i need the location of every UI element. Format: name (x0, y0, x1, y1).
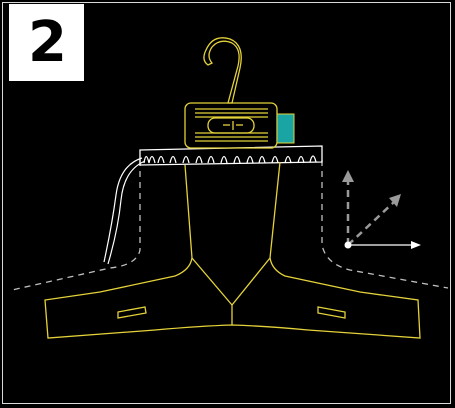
wire-hanger-icon (203, 37, 242, 104)
illustration-frame (2, 2, 451, 404)
usb-cable-icon (103, 157, 146, 265)
clip-device-icon (184, 102, 278, 149)
step-number: 2 (28, 10, 67, 75)
step-badge: 2 (9, 4, 84, 81)
collar-outline (44, 145, 421, 339)
axis-arrows-icon (342, 170, 421, 249)
shirt-body-outline (11, 160, 449, 291)
teal-indicator-icon (276, 113, 295, 144)
